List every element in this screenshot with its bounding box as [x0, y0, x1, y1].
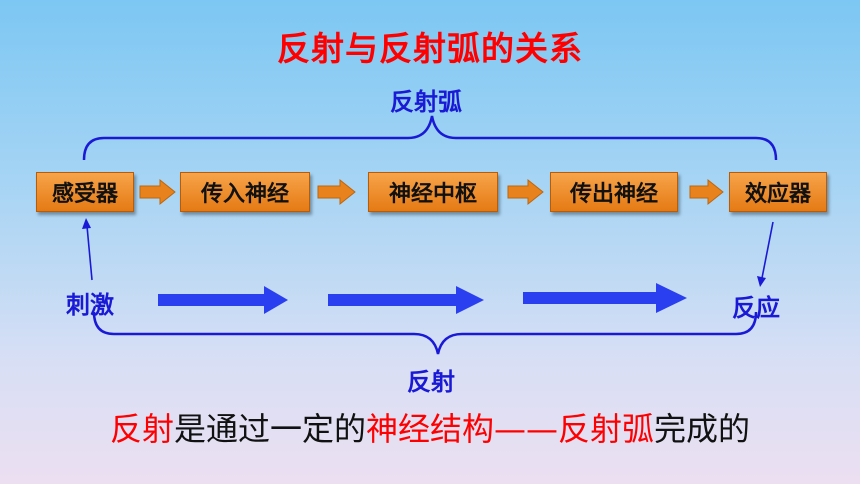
node-efferent-nerve: 传出神经: [550, 172, 678, 212]
connector-arrow-4: [689, 178, 724, 206]
sentence-dash: ——: [494, 410, 558, 448]
top-brace-label: 反射弧: [390, 88, 462, 116]
flow-arrow-2: [328, 286, 484, 314]
stimulus-to-receptor-line: [86, 225, 93, 281]
connector-arrow-3: [507, 178, 544, 206]
top-brace: [82, 115, 778, 161]
flow-arrow-1: [158, 286, 288, 314]
conclusion-sentence: 反射是通过一定的神经结构——反射弧完成的: [0, 404, 860, 450]
sentence-part-2: 是通过一定的: [173, 410, 366, 448]
connector-arrow-1: [139, 178, 176, 206]
sentence-reflex-arc: 反射弧: [558, 410, 655, 448]
sentence-nerve-structure: 神经结构: [365, 410, 494, 448]
effector-to-response-line: [761, 221, 774, 279]
bottom-brace-label: 反射: [407, 368, 455, 396]
node-receptor: 感受器: [36, 172, 134, 212]
stimulus-label: 刺激: [66, 291, 114, 319]
diagram-title: 反射与反射弧的关系: [277, 29, 583, 68]
effector-to-response-arrowhead: [757, 276, 766, 287]
node-nerve-center: 神经中枢: [368, 172, 498, 212]
sentence-part-6: 完成的: [654, 410, 751, 448]
node-effector: 效应器: [729, 172, 827, 212]
flow-arrow-3: [523, 283, 687, 313]
connector-arrow-2: [317, 178, 356, 206]
node-afferent-nerve: 传入神经: [180, 172, 310, 212]
bottom-brace: [92, 311, 758, 355]
response-label: 反应: [732, 294, 780, 322]
sentence-reflex: 反射: [109, 410, 174, 448]
stimulus-to-receptor-arrowhead: [82, 218, 91, 229]
